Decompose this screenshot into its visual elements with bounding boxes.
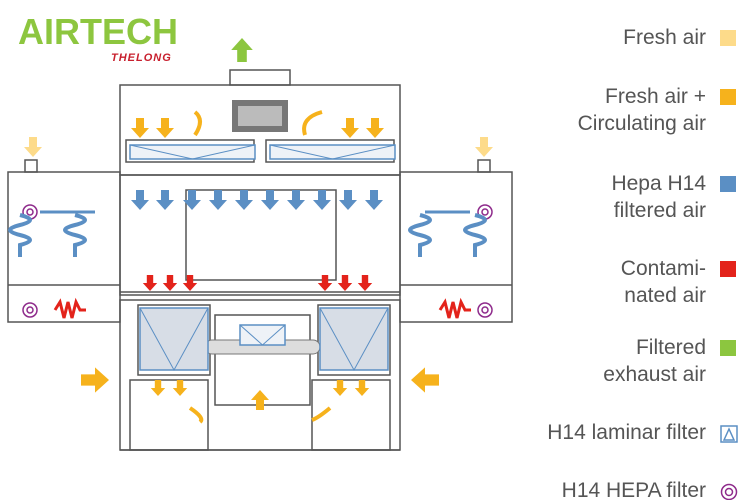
arrow-down	[156, 190, 174, 210]
arrow-down	[357, 275, 373, 291]
legend-swatch	[720, 30, 736, 46]
laminar-filter-icon	[269, 144, 396, 160]
arrow-down	[131, 190, 149, 210]
legend-label: exhaust air	[603, 363, 706, 386]
fan-unit	[232, 100, 288, 132]
arrow-up	[251, 390, 269, 410]
legend-label: H14 HEPA filter	[561, 479, 706, 500]
legend-label: nated air	[624, 284, 706, 307]
contaminated-air-zigzag	[438, 297, 471, 319]
arrow-down	[209, 190, 227, 210]
laminar-filter-icon	[239, 324, 286, 346]
circulating-air-spiral	[463, 213, 487, 257]
laminar-filter-icon	[129, 144, 256, 160]
legend-item: Contami-nated air	[621, 255, 706, 309]
arrow-down	[365, 190, 383, 210]
arrow-down	[162, 275, 178, 291]
legend-item: H14 laminar filter	[547, 419, 706, 446]
hepa-filter-icon	[720, 483, 738, 500]
logo-sub: THELONG	[111, 52, 172, 64]
arrow-down	[150, 380, 166, 396]
circulating-air-spiral	[63, 213, 87, 257]
legend-swatch	[720, 261, 736, 277]
legend-swatch	[720, 340, 736, 356]
legend-label: Hepa H14	[611, 172, 706, 195]
laminar-filter-icon	[720, 425, 738, 448]
legend-swatch	[720, 176, 736, 192]
arrow-down	[235, 190, 253, 210]
contaminated-air-zigzag	[53, 297, 86, 319]
arrow-right	[81, 367, 109, 393]
laminar-filter-icon	[319, 307, 389, 372]
hepa-filter-icon	[477, 302, 493, 318]
arrow-down	[182, 275, 198, 291]
arrow-down	[287, 190, 305, 210]
legend-item: H14 HEPA filter	[562, 477, 706, 500]
airflow-arrows	[8, 38, 493, 424]
arrow-down	[172, 380, 188, 396]
curved-arrow	[302, 110, 323, 136]
arrow-down	[341, 118, 359, 138]
arrow-down	[313, 190, 331, 210]
arrow-down	[142, 275, 158, 291]
curved-arrow	[188, 406, 204, 424]
circulating-air-spiral	[8, 213, 32, 257]
arrow-down	[261, 190, 279, 210]
arrow-down	[131, 118, 149, 138]
curved-arrow	[311, 406, 332, 422]
legend-swatch	[720, 89, 736, 105]
arrow-down	[183, 190, 201, 210]
arrow-down	[475, 137, 493, 157]
arrow-down	[354, 380, 370, 396]
arrow-down	[337, 275, 353, 291]
legend-item: Fresh air + Circulating air	[578, 83, 706, 137]
legend-label: H14 laminar filter	[547, 421, 706, 444]
legend-label: Fresh air +	[605, 85, 706, 108]
arrow-down	[24, 137, 42, 157]
machine-outline	[7, 69, 513, 451]
legend-label: Contami-	[620, 257, 706, 280]
legend-item: Hepa H14 filtered air	[611, 170, 706, 224]
arrow-up	[231, 38, 253, 62]
laminar-filter-icon	[139, 307, 209, 372]
arrow-down	[366, 118, 384, 138]
legend-label: Filtered	[635, 336, 706, 359]
legend-label: Circulating air	[577, 112, 706, 135]
circulating-air-spiral	[408, 213, 432, 257]
arrow-down	[156, 118, 174, 138]
curved-arrow	[193, 110, 202, 137]
filters	[22, 144, 493, 372]
legend-label: filtered air	[613, 199, 706, 222]
airtech-logo: AIRTECH THELONG	[18, 11, 178, 65]
legend-item: Filtered exhaust air	[603, 334, 706, 388]
arrow-down	[332, 380, 348, 396]
arrow-down	[317, 275, 333, 291]
arrow-down	[339, 190, 357, 210]
legend-label: Fresh air	[623, 26, 706, 49]
legend-item: Fresh air	[623, 24, 706, 51]
hepa-filter-icon	[22, 302, 38, 318]
arrow-left	[411, 367, 439, 393]
logo-brand: AIRTECH	[18, 11, 178, 52]
